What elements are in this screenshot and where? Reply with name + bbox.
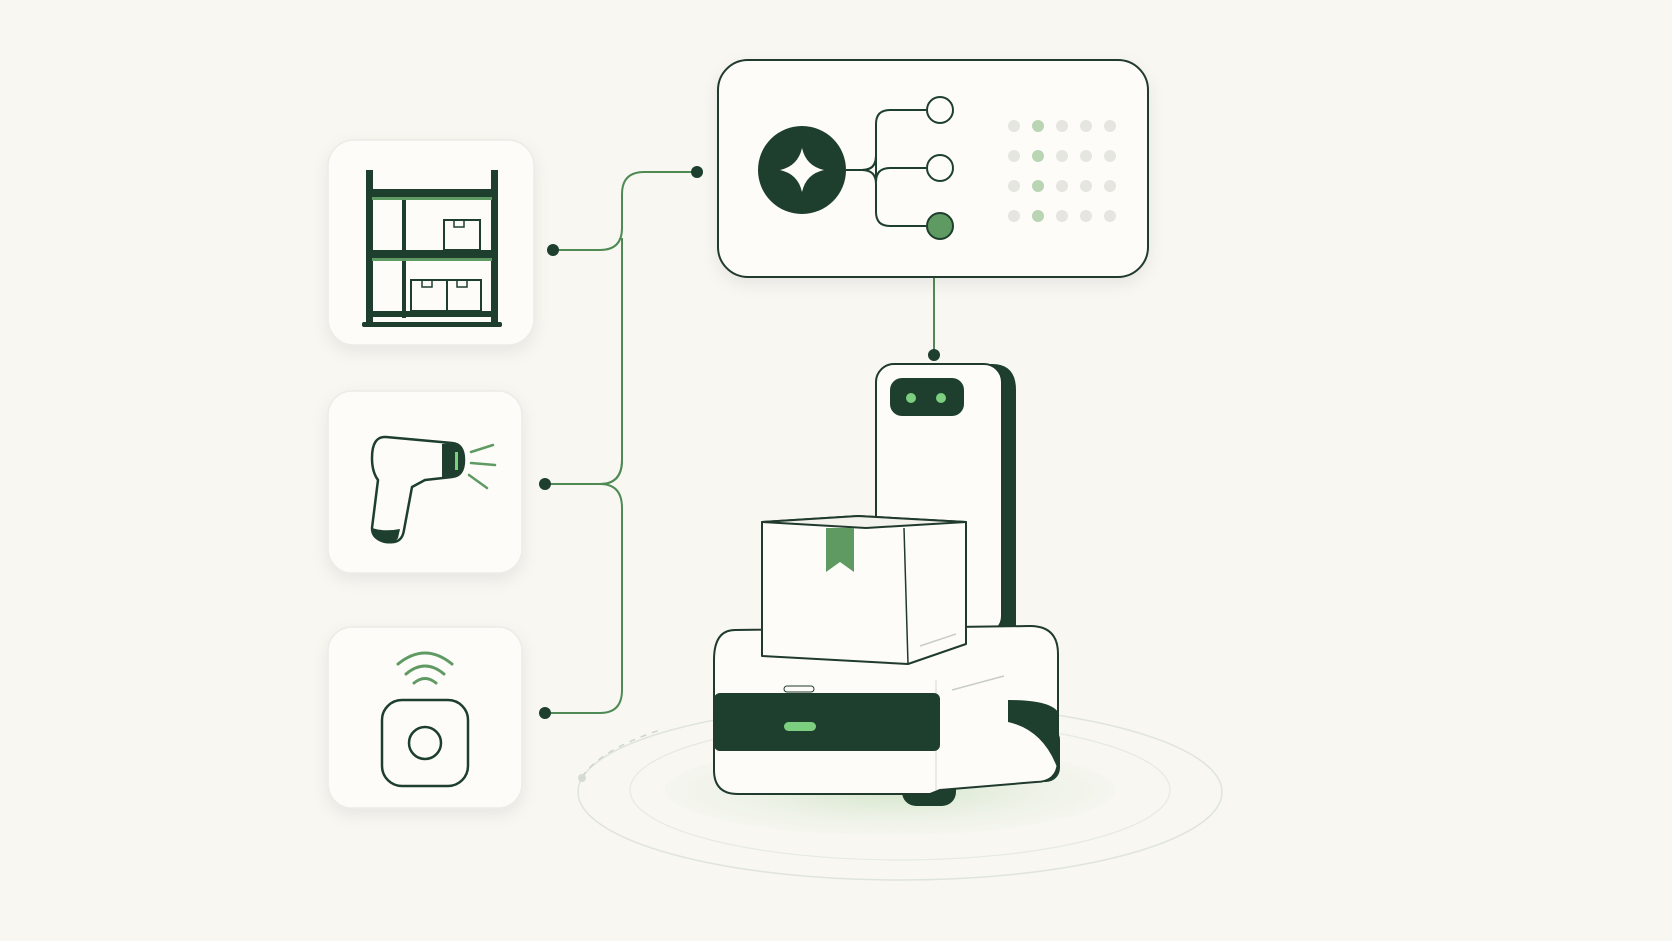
indicator-dot <box>1080 120 1092 132</box>
input-card-scanner <box>327 390 523 574</box>
hub-branch-line <box>846 155 926 183</box>
indicator-grid <box>1008 120 1116 222</box>
indicator-dot <box>1104 120 1116 132</box>
input-card-shelf <box>327 139 535 346</box>
indicator-dot <box>1032 150 1044 162</box>
indicator-dot <box>1056 180 1068 192</box>
input-card-sensor <box>327 626 523 809</box>
connector-lines <box>545 171 935 714</box>
indicator-dot <box>1008 120 1020 132</box>
indicator-dot <box>1080 210 1092 222</box>
hub-branch-nodes <box>926 96 954 240</box>
hub-branch-line <box>846 169 926 227</box>
hub-branches <box>846 109 926 227</box>
robot-eye-left <box>906 393 916 403</box>
sparkle-icon <box>780 148 824 192</box>
indicator-dot <box>1104 150 1116 162</box>
indicator-dot <box>1104 180 1116 192</box>
indicator-dot <box>1080 180 1092 192</box>
delivery-robot-icon <box>713 363 1060 806</box>
wireless-sensor-icon <box>380 651 470 788</box>
indicator-dot <box>1032 180 1044 192</box>
indicator-dot <box>1056 210 1068 222</box>
indicator-dot <box>1008 180 1020 192</box>
hub-branch-node <box>926 154 954 182</box>
robot-face-display <box>890 378 964 416</box>
hub-branch-node <box>926 96 954 124</box>
robot-eye-right <box>936 393 946 403</box>
indicator-dot <box>1080 150 1092 162</box>
indicator-dot <box>1056 120 1068 132</box>
ai-hub-card <box>717 59 1149 278</box>
warehouse-shelf-icon <box>362 170 502 327</box>
indicator-dot <box>1032 120 1044 132</box>
indicator-dot <box>1008 150 1020 162</box>
indicator-dot <box>1032 210 1044 222</box>
connector-dots <box>539 166 940 719</box>
package-box-icon <box>761 515 967 665</box>
hub-branch-node <box>926 212 954 240</box>
robot-status-light <box>784 722 816 731</box>
indicator-dot <box>1008 210 1020 222</box>
indicator-dot <box>1104 210 1116 222</box>
indicator-dot <box>1056 150 1068 162</box>
barcode-scanner-icon <box>370 435 497 544</box>
